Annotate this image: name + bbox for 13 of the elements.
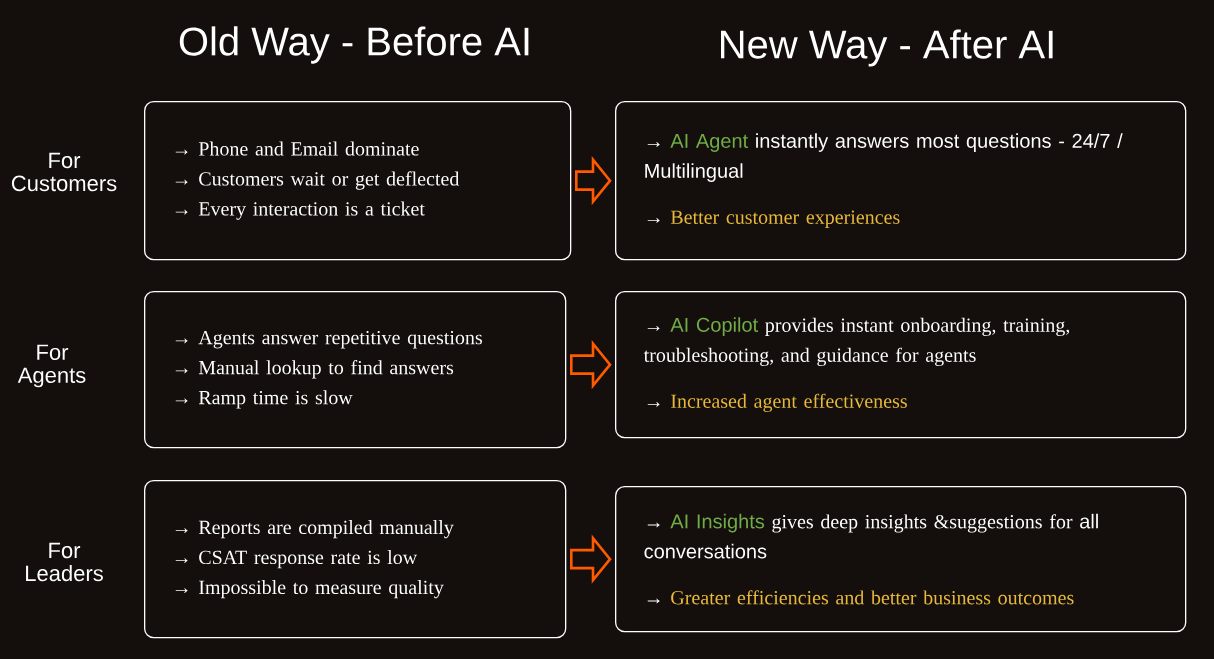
column-heading: Old Way - Before AI [179,26,529,64]
block-arrow [570,339,612,390]
text-box: → AI Insights gives deep insights &suggestions for all conversations → Greater efficiencies and better business outcomes [615,486,1187,633]
row-label: For Customers [11,152,117,192]
row-label: For Leaders [26,542,103,582]
text-box: → AI Copilot provides instant onboarding, training, troubleshooting, and guidance for agents → Increased agent effectiveness [615,291,1187,439]
text-box: → Reports are compiled manually → CSAT response rate is low → Impossible to measure quality [144,480,567,639]
block-arrow [575,155,612,206]
block-arrow [570,534,612,584]
text-box: → Phone and Email dominate → Customers wait or get deflected → Every interaction is a ticket [144,101,572,261]
row-label: For Agents [17,344,86,388]
text-box: → Agents answer repetitive questions → Manual lookup to find answers → Ramp time is slow [144,291,567,449]
text-box: → AI Agent instantly answers most questions - 24/7 / Multilingual → Better customer experiences [615,101,1187,261]
